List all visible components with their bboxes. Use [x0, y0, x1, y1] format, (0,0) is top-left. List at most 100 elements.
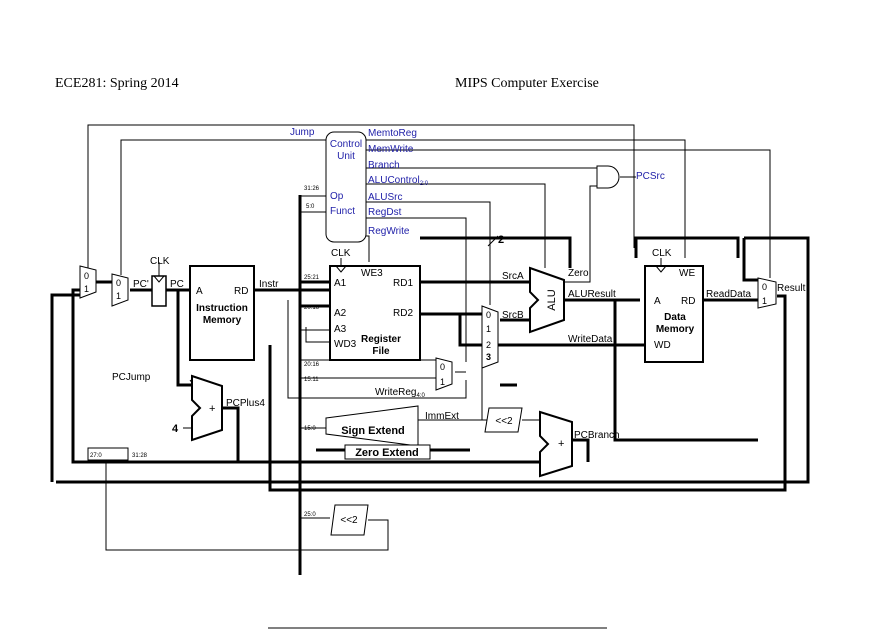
field-5-0: 5:0: [306, 204, 315, 210]
bus-width-2: 2: [498, 234, 504, 246]
sig-jump: Jump: [290, 127, 315, 138]
result-label: Result: [777, 283, 806, 294]
sig-alucontrol-sub: 2:0: [420, 181, 429, 187]
srcb-label: SrcB: [502, 310, 524, 321]
pc-mux-1: 1: [116, 291, 121, 301]
imem-a: A: [196, 286, 203, 297]
instruction-memory: [189, 265, 255, 361]
alu-label: ALU: [546, 289, 558, 310]
field-20-16: 20:16: [304, 305, 320, 311]
rf-clk-label: CLK: [331, 248, 351, 259]
jump-mux: [79, 265, 97, 299]
alusrc-mux-1: 1: [486, 324, 491, 334]
instr-label: Instr: [259, 279, 279, 290]
control-unit: [325, 131, 367, 243]
pcbranch-plus: +: [558, 438, 564, 450]
rf-title-2: File: [372, 346, 390, 357]
shift-left-2-imm: [484, 407, 523, 433]
alu: [529, 266, 565, 334]
field-27-0: 27:0: [90, 453, 102, 459]
dm-wd: WD: [654, 340, 671, 351]
pcplus4-adder: [191, 374, 223, 442]
result-mux-0: 0: [762, 282, 767, 292]
alusrc-mux: [481, 305, 499, 369]
sign-extend-label: Sign Extend: [341, 425, 405, 437]
pc-src-mux: [111, 273, 129, 307]
pc-prime-label: PC': [133, 279, 149, 290]
rf-wd3: WD3: [334, 339, 357, 350]
pcbranch-label: PCBranch: [574, 430, 620, 441]
rf-a2: A2: [334, 308, 347, 319]
pc-mux-0: 0: [116, 278, 121, 288]
writedata-label: WriteData: [568, 334, 613, 345]
field-31-28: 31:28: [132, 453, 148, 459]
zero-extend-label: Zero Extend: [355, 447, 419, 459]
alusrc-mux-2: 2: [486, 340, 491, 350]
sig-regwrite: RegWrite: [368, 226, 410, 237]
branch-and-gate: [596, 165, 620, 189]
zero-label: Zero: [568, 268, 589, 279]
field-25-0: 25:0: [304, 512, 316, 518]
course-title: ECE281: Spring 2014: [55, 76, 179, 91]
pc-register: [151, 275, 167, 307]
control-title-2: Unit: [337, 151, 355, 162]
sig-regdst: RegDst: [368, 207, 402, 218]
pc-clk-label: CLK: [150, 256, 170, 267]
pcplus4-label: PCPlus4: [226, 398, 265, 409]
sig-alucontrol-name: ALUControl: [368, 175, 420, 186]
regdst-mux-1: 1: [440, 377, 445, 387]
rf-we3: WE3: [361, 268, 383, 279]
shift2-jump-label: <<2: [340, 515, 358, 526]
dm-clk-label: CLK: [652, 248, 672, 259]
dm-title-2: Memory: [656, 324, 695, 335]
register-file: [329, 265, 421, 361]
pcbranch-adder: [539, 410, 573, 478]
exercise-title: MIPS Computer Exercise: [455, 76, 599, 91]
rf-rd2: RD2: [393, 308, 413, 319]
shift-left-2-jump: [330, 504, 369, 536]
dm-title-1: Data: [664, 312, 686, 323]
rf-title-1: Register: [361, 334, 401, 345]
imem-title-2: Memory: [203, 315, 242, 326]
field-20-16-b: 20:16: [304, 362, 320, 368]
regdst-mux: [435, 357, 453, 391]
immext-label: ImmExt: [425, 411, 459, 422]
jump-mux-1: 1: [84, 284, 89, 294]
datapath-wires: [50, 195, 810, 575]
dm-a: A: [654, 296, 661, 307]
imem-rd: RD: [234, 286, 248, 297]
zero-extend: [344, 444, 431, 460]
sig-pcsrc: PCSrc: [636, 171, 665, 182]
sig-memwrite: MemWrite: [368, 144, 414, 155]
sig-alucontrol: ALUControl2:0: [368, 175, 429, 187]
rf-a1: A1: [334, 278, 347, 289]
pc-clock-triangle: [153, 275, 165, 283]
dm-rd: RD: [681, 296, 695, 307]
alusrc-mux-3: 3: [486, 352, 491, 362]
srca-label: SrcA: [502, 271, 524, 282]
imem-title-1: Instruction: [196, 303, 248, 314]
field-31-26: 31:26: [304, 186, 320, 192]
data-memory: [644, 265, 704, 363]
control-title-1: Control: [330, 139, 362, 150]
rf-rd1: RD1: [393, 278, 413, 289]
pc-label: PC: [170, 279, 184, 290]
aluresult-label: ALUResult: [568, 289, 616, 300]
field-25-21: 25:21: [304, 275, 320, 281]
pcjump-concat: [87, 447, 129, 461]
shift2-imm-label: <<2: [495, 416, 513, 427]
pcplus4-plus: +: [209, 403, 215, 415]
jump-mux-0: 0: [84, 271, 89, 281]
regdst-mux-0: 0: [440, 362, 445, 372]
rf-a3: A3: [334, 324, 347, 335]
sig-branch: Branch: [368, 160, 400, 171]
control-funct: Funct: [330, 206, 355, 217]
pcjump-label: PCJump: [112, 372, 151, 383]
control-op: Op: [330, 191, 344, 202]
field-15-11: 15:11: [304, 377, 319, 383]
field-15-0: 15:0: [304, 426, 316, 432]
writereg-name: WriteReg: [375, 387, 417, 398]
writereg-label: WriteReg4:0: [375, 387, 426, 399]
sig-memtoreg: MemtoReg: [368, 128, 417, 139]
